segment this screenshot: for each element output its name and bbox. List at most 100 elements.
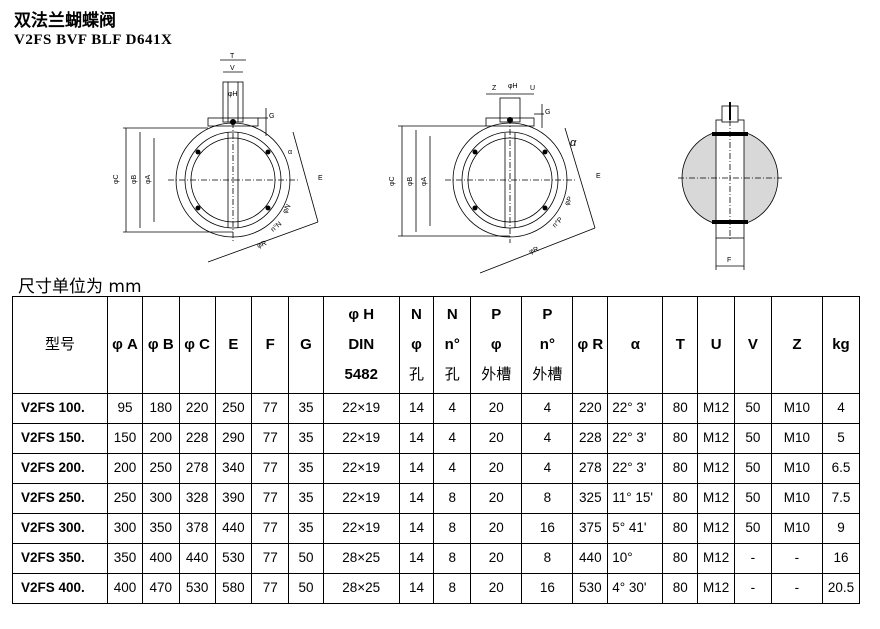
table-cell: 77 [251,423,290,454]
table-cell: 77 [251,393,290,424]
table-cell: 4 [433,393,472,424]
label-n: φN [282,203,293,215]
table-header-cell: V [734,296,772,394]
table-cell: 77 [251,483,290,514]
table-header-cell: G [288,296,324,394]
table-cell: 8 [433,513,472,544]
table-cell: 22° 3' [607,393,664,424]
table-header-cell: 型号 [11,296,109,394]
table-cell: - [770,543,823,574]
table-header-line: φ H [348,306,375,323]
label-alpha2: α [570,137,577,149]
table-cell: - [770,573,823,604]
table-cell: 20 [470,393,523,424]
label-g: G [269,113,274,120]
table-cell: 22×19 [322,453,400,484]
table-header-line: n° [539,336,555,353]
table-cell: 50 [734,453,772,484]
table-cell: 35 [288,483,324,514]
table-cell: 8 [433,573,472,604]
table-cell: 50 [734,483,772,514]
table-cell: 16 [521,573,574,604]
table-cell: 8 [521,483,574,514]
table-cell: 350 [107,543,143,574]
table-cell: 8 [433,543,472,574]
table-cell: 250 [214,393,253,424]
table-cell: 4 [821,393,861,424]
drawing-side-view: F [678,102,782,270]
table-cell: 328 [178,483,216,514]
table-cell: 14 [398,483,435,514]
table-cell: 4° 30' [607,573,664,604]
table-cell: 4 [521,393,574,424]
table-cell-model: V2FS 300. [11,513,109,544]
title-model: V2FS BVF BLF D641X [14,32,173,48]
table-cell-model: V2FS 150. [11,423,109,454]
label-a: φA [145,174,152,184]
table-cell: 20 [470,513,523,544]
label-alpha: α [288,149,292,156]
table-cell: 50 [288,573,324,604]
drawing-front-view-slots: Z φH U G φC φB φA E α φP φR n°P [389,83,601,274]
label-h2: φH [508,83,518,90]
table-header-line: 外槽 [481,366,512,383]
table-cell: M12 [697,423,736,454]
table-cell: 14 [398,513,435,544]
table-header-cell: φ B [141,296,180,394]
table-cell: M10 [770,513,823,544]
table-header-cell: φ C [178,296,216,394]
table-cell: 16 [821,543,861,574]
table-cell: M10 [770,483,823,514]
table-cell: 220 [572,393,609,424]
table-header-cell: kg [821,296,861,394]
table-cell: 14 [398,543,435,574]
table-cell: 80 [662,513,699,544]
unit-note: 尺寸单位为 mm [18,277,142,297]
table-cell: 14 [398,573,435,604]
table-cell: 35 [288,513,324,544]
table-header-cell: E [214,296,253,394]
table-cell: 14 [398,423,435,454]
table-cell: 80 [662,543,699,574]
table-cell: 50 [734,393,772,424]
table-cell-model: V2FS 400. [11,573,109,604]
table-cell: 77 [251,543,290,574]
table-cell: 180 [141,393,180,424]
table-cell: 290 [214,423,253,454]
label-b2: φB [407,176,414,186]
table-cell: 440 [214,513,253,544]
label-c2: φC [389,176,396,186]
table-cell-model: V2FS 200. [11,453,109,484]
table-header-line: φ [490,336,502,353]
label-z: Z [492,85,497,92]
label-g2: G [545,109,550,116]
label-e: E [318,175,323,182]
table-cell: 220 [178,393,216,424]
table-header-line: 孔 [408,366,424,383]
table-cell: M10 [770,393,823,424]
table-cell: 580 [214,573,253,604]
table-cell: 22° 3' [607,423,664,454]
table-cell: 200 [107,453,143,484]
table-cell: 20 [470,453,523,484]
table-cell: 4 [433,453,472,484]
table-cell: 20 [470,483,523,514]
table-header-line: N [411,306,422,323]
table-cell: 350 [141,513,180,544]
table-cell: 35 [288,423,324,454]
label-r2: φR [528,246,539,256]
table-cell: 77 [251,513,290,544]
table-header-cell: F [251,296,290,394]
table-cell: 530 [214,543,253,574]
table-cell: M12 [697,393,736,424]
table-cell: 325 [572,483,609,514]
label-r: φR [256,240,267,250]
table-cell: 22×19 [322,483,400,514]
table-cell: 378 [178,513,216,544]
